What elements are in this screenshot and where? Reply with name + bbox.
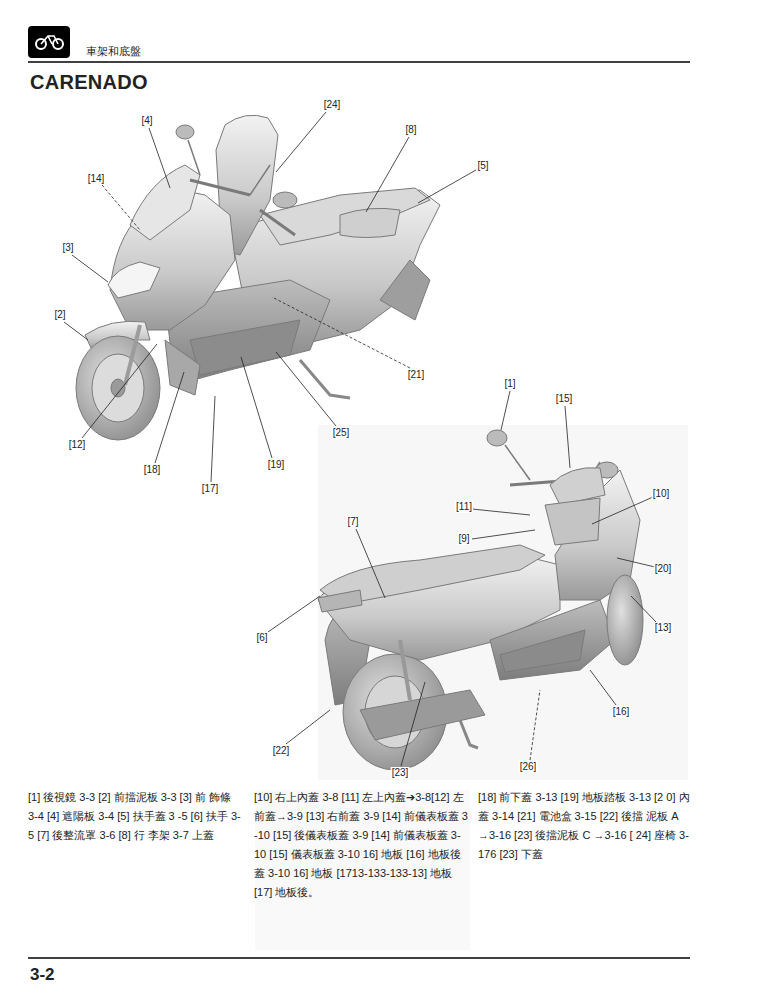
- callout-number: [23]: [391, 767, 410, 779]
- callout-number: [10]: [652, 488, 671, 500]
- callout-number: [21]: [407, 369, 426, 381]
- callout-number: [26]: [519, 761, 538, 773]
- callout-number: [12]: [68, 439, 87, 451]
- callout-number: [2]: [53, 309, 66, 321]
- callout-number: [14]: [87, 173, 106, 185]
- callout-number: [20]: [654, 563, 673, 575]
- callout-number: [4]: [140, 115, 153, 127]
- callout-number: [18]: [143, 464, 162, 476]
- page-number: 3-2: [30, 965, 55, 985]
- section-title: CARENADO: [30, 70, 148, 94]
- callout-number: [11]: [455, 501, 473, 513]
- callout-number: [19]: [267, 459, 286, 471]
- callout-number: [13]: [654, 622, 673, 634]
- callout-number: [7]: [346, 516, 359, 528]
- parts-list: [18] 前下蓋 3-13 [19] 地板踏板 3-13 [2 0] 內蓋 3-…: [478, 788, 690, 864]
- parts-list: [10] 右上內蓋 3-8 [11] 左上內蓋➔3-8[12] 左 前蓋→3-9…: [254, 788, 470, 902]
- callout-number: [6]: [255, 632, 268, 644]
- callout-number: [3]: [61, 242, 74, 254]
- callout-number: [9]: [457, 533, 470, 545]
- callout-number: [1]: [503, 378, 516, 390]
- callout-number: [22]: [272, 745, 291, 757]
- chapter-header: 車架和底盤: [86, 44, 141, 58]
- parts-list: [1] 後視鏡 3-3 [2] 前擋泥板 3-3 [3] 前 飾條 3-4 [4…: [28, 788, 242, 845]
- callout-number: [5]: [476, 160, 489, 172]
- callout-number: [25]: [332, 427, 351, 439]
- callout-number: [17]: [201, 483, 220, 495]
- callout-number: [24]: [323, 99, 342, 111]
- callout-number: [15]: [555, 393, 574, 405]
- callout-number: [16]: [612, 706, 631, 718]
- callout-number: [8]: [404, 124, 417, 136]
